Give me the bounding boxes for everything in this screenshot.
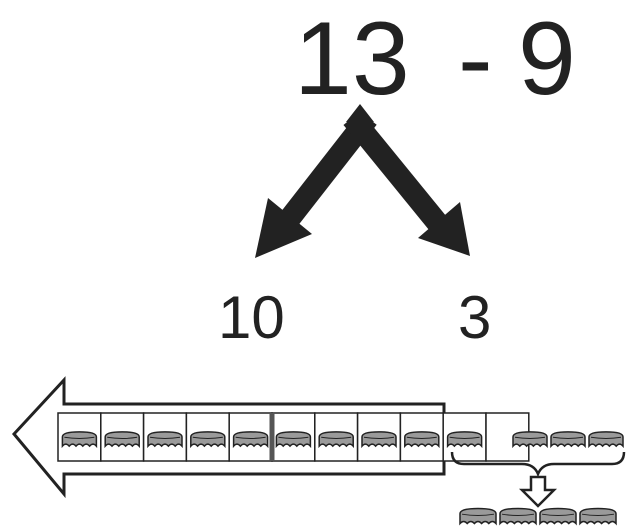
bottle-cap-icon — [361, 431, 397, 449]
brace-icon — [450, 451, 626, 478]
bottle-cap-icon — [318, 431, 354, 449]
loose-caps — [512, 431, 624, 449]
bottle-cap-icon — [147, 431, 183, 449]
part-ten: 10 — [218, 284, 285, 351]
bottle-cap-icon — [232, 431, 269, 449]
bond-arrows — [281, 111, 449, 233]
bottle-cap-icon — [61, 431, 98, 449]
bond-arrow-right-head — [418, 202, 470, 256]
bottle-cap-icon — [104, 431, 140, 449]
bottle-cap-icon — [446, 431, 483, 449]
bottle-cap-icon — [459, 507, 497, 526]
bottle-cap-icon — [275, 431, 312, 449]
bottle-cap-icon — [588, 431, 624, 449]
result-caps — [459, 507, 617, 526]
bond-arrow-apex — [346, 104, 374, 122]
arrow-down-icon — [518, 475, 558, 508]
bond-arrow-left-head — [255, 198, 312, 258]
bottle-cap-icon — [550, 431, 586, 449]
ten-frame — [57, 412, 530, 462]
bottle-cap-icon — [404, 431, 440, 449]
equation-minuend: 13 — [294, 1, 410, 117]
bottle-cap-icon — [539, 507, 577, 526]
bottle-cap-icon — [499, 507, 537, 526]
bottle-cap-icon — [512, 431, 548, 449]
part-three: 3 — [458, 284, 491, 351]
equation-subtrahend: 9 — [518, 1, 576, 117]
bottle-cap-icon — [579, 507, 617, 526]
equation-operator: - — [458, 1, 493, 117]
bond-arrow-right — [343, 111, 449, 233]
bottle-cap-icon — [190, 431, 226, 449]
